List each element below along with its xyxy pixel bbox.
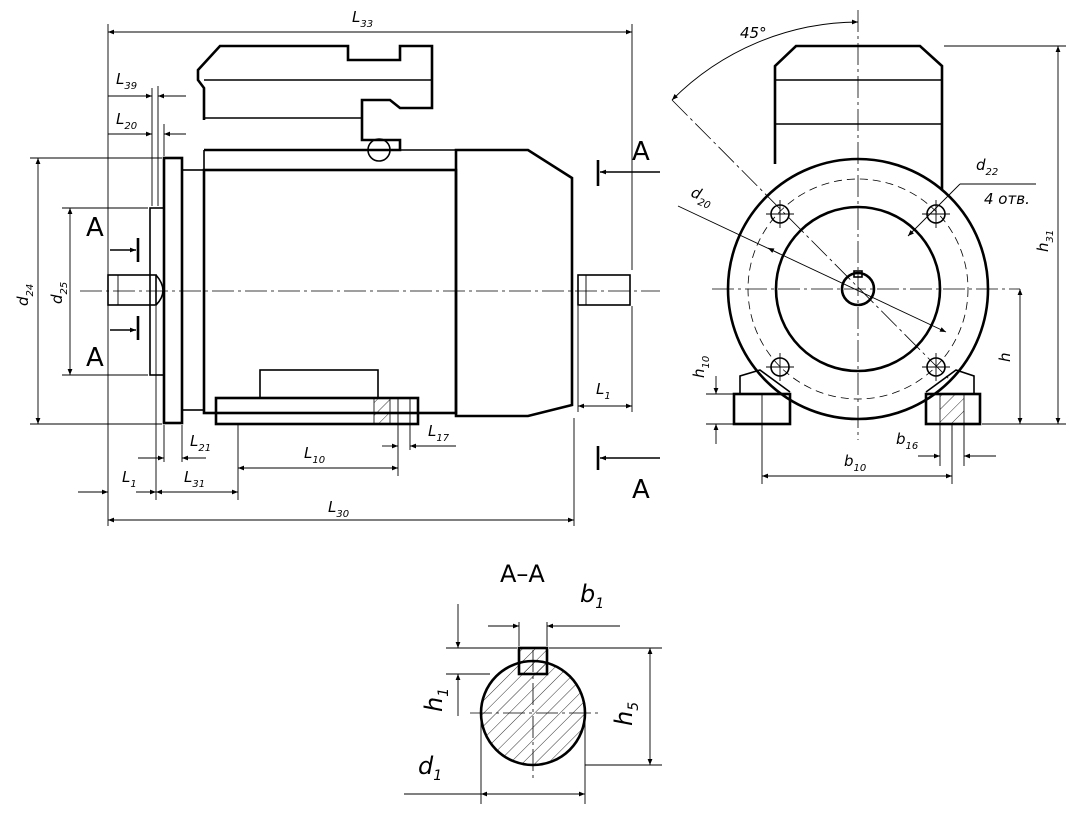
label-h31: h31 — [1034, 230, 1056, 252]
label-b1: b1 — [580, 580, 604, 612]
front-view: 45° d22 4 отв. d20 h31 h h10 b16 — [671, 10, 1066, 484]
front-terminal-box — [773, 44, 944, 190]
dim-angle-45 — [671, 19, 859, 101]
label-d24: d24 — [14, 284, 36, 306]
front-spigot-circle — [774, 205, 942, 373]
left-shaft — [107, 274, 157, 306]
label-angle: 45° — [740, 24, 767, 42]
label-L21: L21 — [190, 432, 211, 454]
section-view: A–A b1 h1 h5 d1 — [404, 560, 662, 804]
foot-pad — [259, 369, 379, 399]
label-b10: b10 — [844, 452, 866, 474]
front-shaft-circle — [840, 271, 876, 307]
label-L20: L20 — [116, 110, 137, 132]
label-d25: d25 — [48, 282, 70, 304]
label-h10: h10 — [690, 356, 712, 378]
foot-hole-hatch — [373, 397, 391, 425]
label-b16: b16 — [896, 430, 918, 452]
section-letter-left-bottom: A — [86, 343, 104, 373]
flange-spigot — [149, 207, 165, 376]
section-letter-right-bottom: A — [632, 475, 650, 505]
label-d20: d20 — [687, 183, 716, 212]
left-shaft-collar — [155, 274, 164, 306]
bolt-holes — [766, 200, 950, 381]
cable-gland — [367, 138, 391, 162]
label-L10: L10 — [304, 444, 325, 466]
fan-cover — [454, 148, 574, 418]
section-letter-left-top: A — [86, 213, 104, 243]
stator-housing — [202, 168, 458, 415]
label-L1-left: L1 — [122, 468, 137, 490]
right-shaft — [577, 274, 631, 306]
mounting-flange — [162, 156, 184, 425]
label-holes-note: 4 отв. — [984, 190, 1030, 208]
label-h1: h1 — [420, 688, 452, 712]
section-letter-right-top: A — [632, 137, 650, 167]
label-L39: L39 — [116, 70, 137, 92]
terminal-box — [196, 44, 434, 152]
label-h: h — [996, 352, 1014, 362]
front-diagonal-axis — [671, 99, 951, 381]
dim-d20 — [677, 205, 947, 333]
label-L31: L31 — [184, 468, 205, 490]
front-foot-hole-hatch — [939, 393, 965, 425]
label-L33: L33 — [352, 8, 373, 30]
label-L1-right: L1 — [596, 380, 611, 402]
section-title: A–A — [500, 560, 545, 588]
side-view: A A A A — [14, 8, 660, 526]
label-d1: d1 — [418, 752, 442, 784]
label-L30: L30 — [328, 498, 349, 520]
label-d22: d22 — [976, 156, 998, 178]
label-L17: L17 — [428, 422, 450, 444]
leader-d22 — [907, 183, 961, 237]
label-h5: h5 — [610, 702, 642, 726]
flange-hub — [181, 169, 205, 411]
